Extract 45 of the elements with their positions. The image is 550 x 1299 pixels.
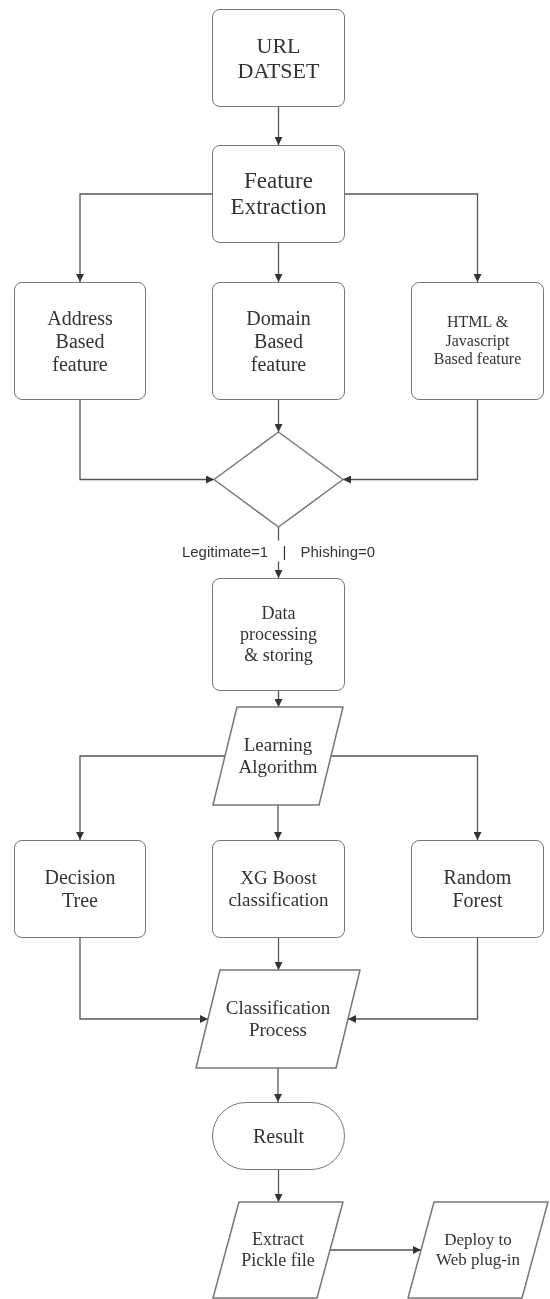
process-box <box>212 282 345 400</box>
arrow <box>76 193 213 283</box>
node-text: Result <box>251 1124 306 1148</box>
node-text: Deploy to Web plug-in <box>434 1230 522 1270</box>
process-box <box>212 145 345 243</box>
node-text: Decision Tree <box>43 866 117 912</box>
data-parallelogram <box>408 1202 548 1298</box>
process-box <box>212 9 345 107</box>
arrow <box>329 1246 422 1254</box>
arrow <box>274 804 282 841</box>
decision-diamond <box>214 432 343 527</box>
process-box <box>14 282 146 400</box>
node-text: Learning Algorithm <box>237 734 319 778</box>
node-text: Extract Pickle file <box>240 1229 316 1271</box>
node-text: XG Boost classification <box>227 867 330 911</box>
data-parallelogram <box>213 707 343 805</box>
arrow <box>342 399 479 484</box>
arrow <box>344 193 482 283</box>
arrow <box>274 399 283 433</box>
node-text: HTML & Javascript Based feature <box>432 313 523 369</box>
arrow <box>274 1067 282 1103</box>
node-text: Data processing & storing <box>239 603 318 666</box>
process-box <box>411 840 544 938</box>
arrow <box>274 106 283 146</box>
node-text: Domain Based feature <box>245 306 312 376</box>
node-text: Random Forest <box>442 866 513 912</box>
arrow <box>330 755 482 841</box>
arrow <box>274 937 283 971</box>
arrow <box>347 937 479 1023</box>
node-text: URL DATSET <box>236 32 321 84</box>
arrow <box>79 399 215 484</box>
node-text: Feature Extraction <box>229 167 328 221</box>
arrow <box>76 755 226 841</box>
node-text: Address Based feature <box>46 306 114 376</box>
node-text: Classification Process <box>224 997 332 1041</box>
process-box <box>411 282 544 400</box>
data-parallelogram <box>213 1202 343 1298</box>
arrow <box>274 690 283 708</box>
data-parallelogram <box>196 970 360 1068</box>
arrow <box>274 1169 283 1203</box>
arrow <box>274 242 283 283</box>
process-box <box>14 840 146 938</box>
process-box <box>212 578 345 691</box>
process-box <box>212 840 345 938</box>
arrow <box>79 937 209 1023</box>
